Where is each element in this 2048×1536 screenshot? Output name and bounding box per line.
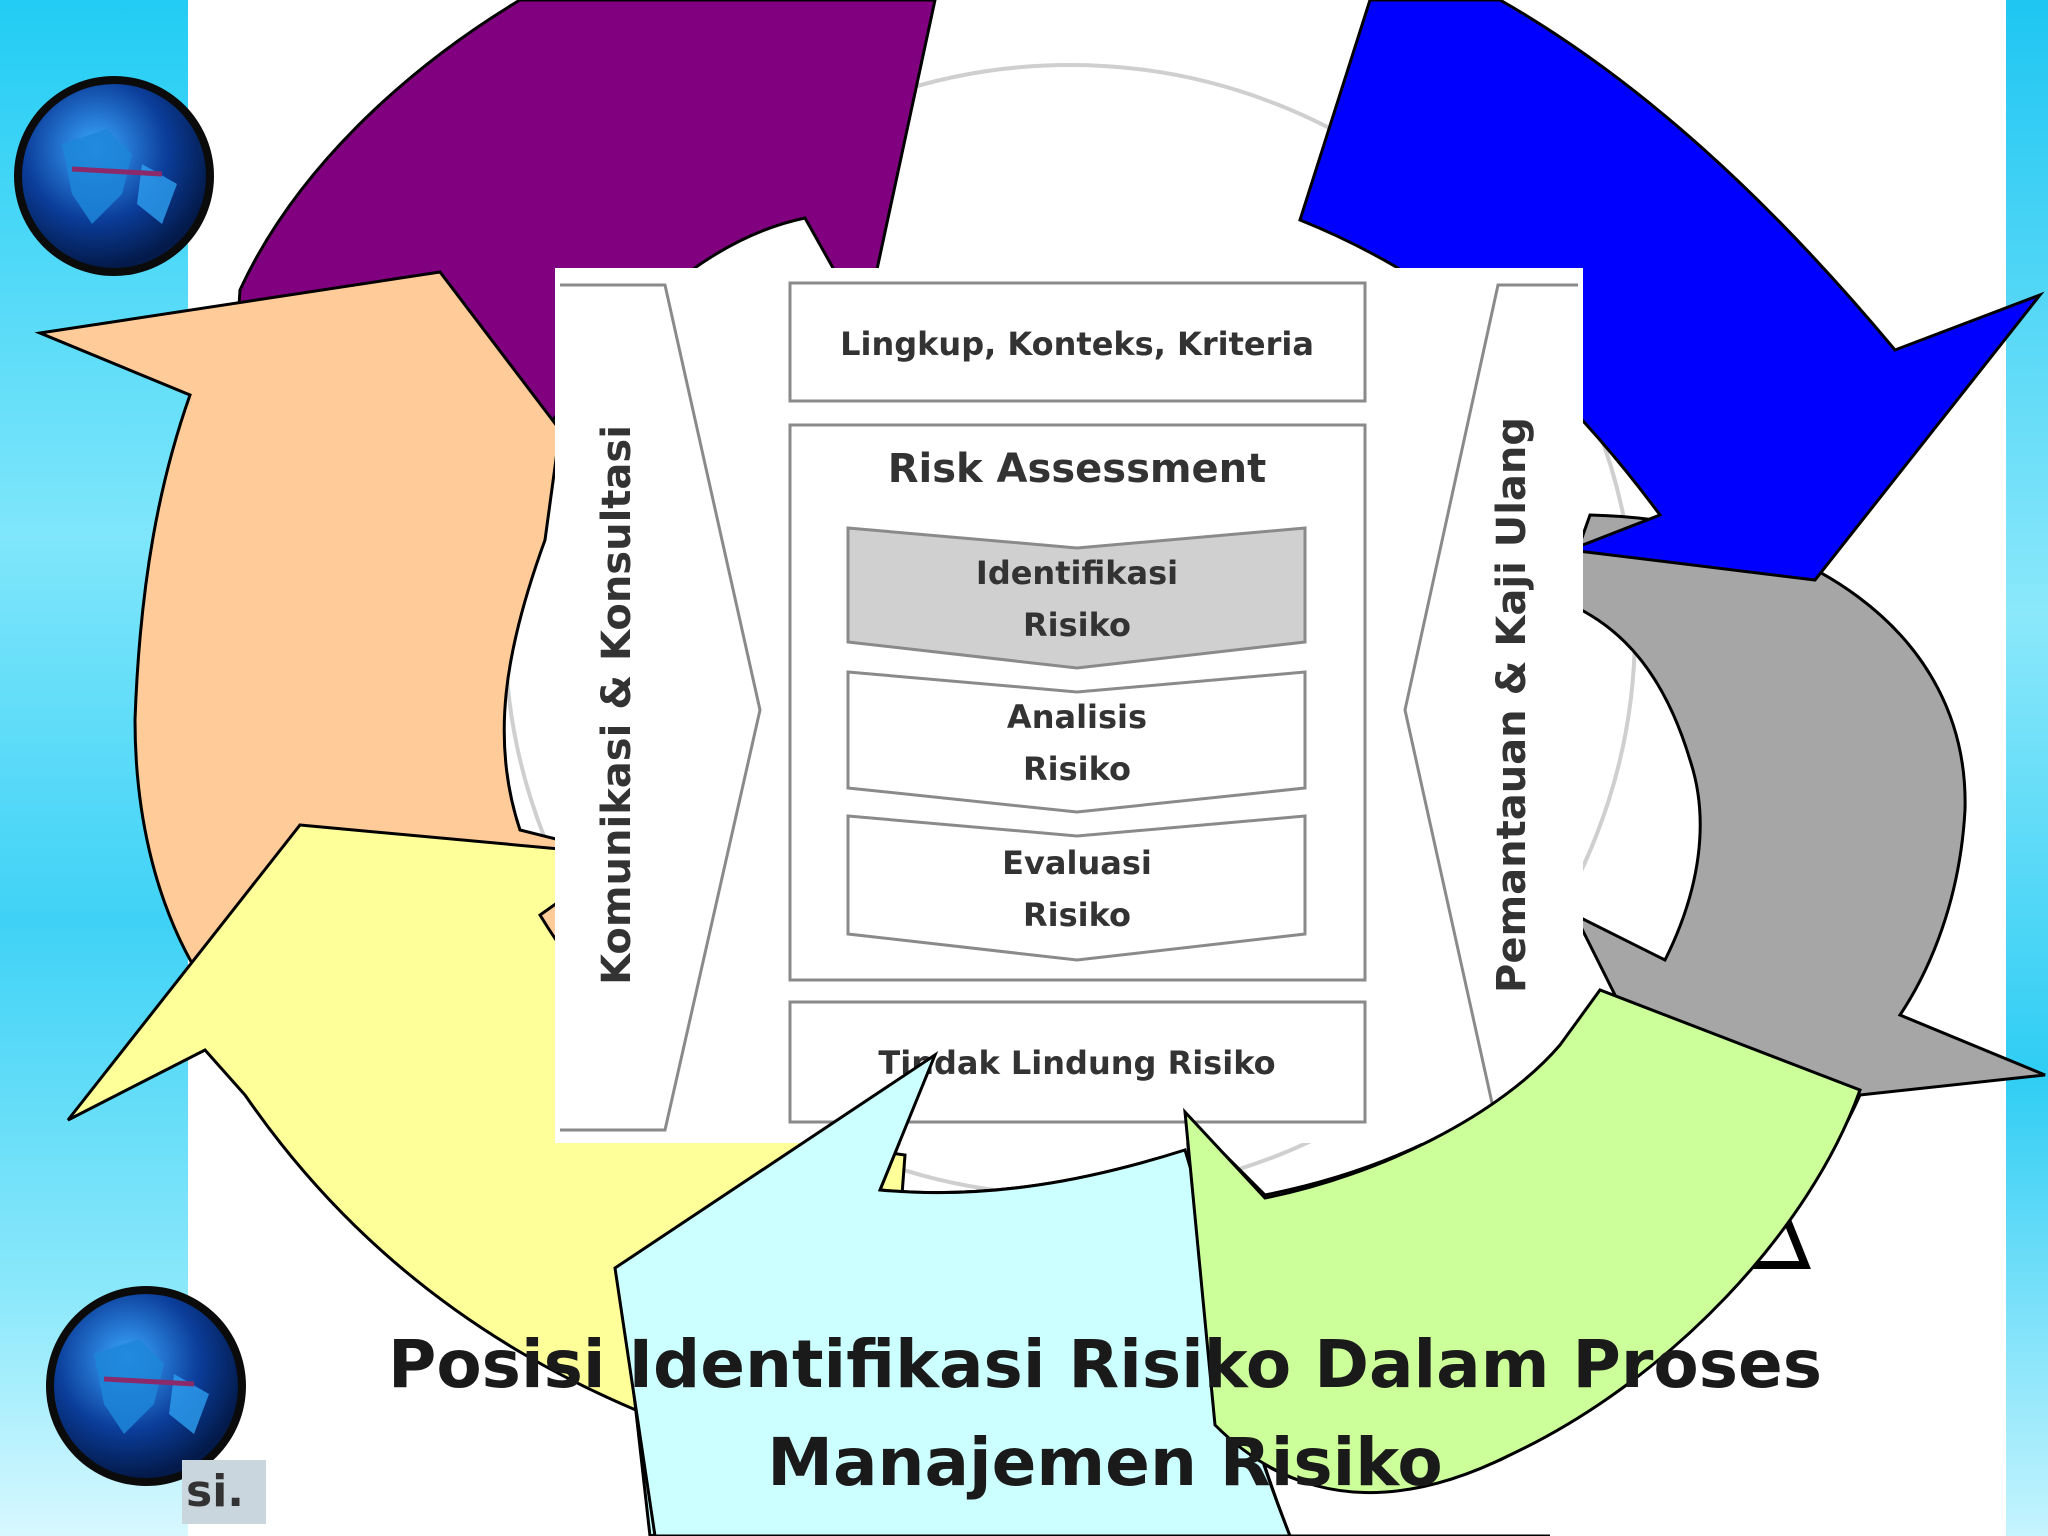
step-evaluasi-line2: Risiko [1023,896,1131,934]
step-evaluasi-line1: Evaluasi [1002,844,1152,882]
globe-icon [44,1284,248,1488]
step-identifikasi-line1: Identifikasi [976,554,1178,592]
right-decorative-band [2006,0,2048,1536]
cycle-arrow-gray [1558,513,2046,1117]
globe-icon [12,74,216,278]
slide-title: Posisi Identifikasi Risiko Dalam Proses … [387,1326,1823,1501]
step-analisis-line2: Risiko [1023,750,1131,788]
right-band-label: Pemantauan & Kaji Ulang [1489,417,1535,993]
treatment-box-label: Tindak Lindung Risiko [878,1044,1275,1082]
step-identifikasi-shape [846,526,1307,670]
left-band-shape [560,283,762,1132]
step-identifikasi-line2: Risiko [1023,606,1131,644]
step-analisis-shape [846,670,1307,814]
scope-box [788,281,1367,403]
cycle-arrow-green-head [1183,988,1862,1495]
left-band-label: Komunikasi & Konsultasi [594,425,640,985]
step-evaluasi-shape [846,814,1307,962]
risk-process-diagram: Komunikasi & Konsultasi Pemantauan & Kaj… [555,268,1583,1143]
step-analisis-line1: Analisis [1007,698,1147,736]
assessment-title: Risk Assessment [888,446,1267,492]
corner-text-fragment: si. [182,1460,266,1524]
scope-box-label: Lingkup, Konteks, Kriteria [840,325,1314,363]
